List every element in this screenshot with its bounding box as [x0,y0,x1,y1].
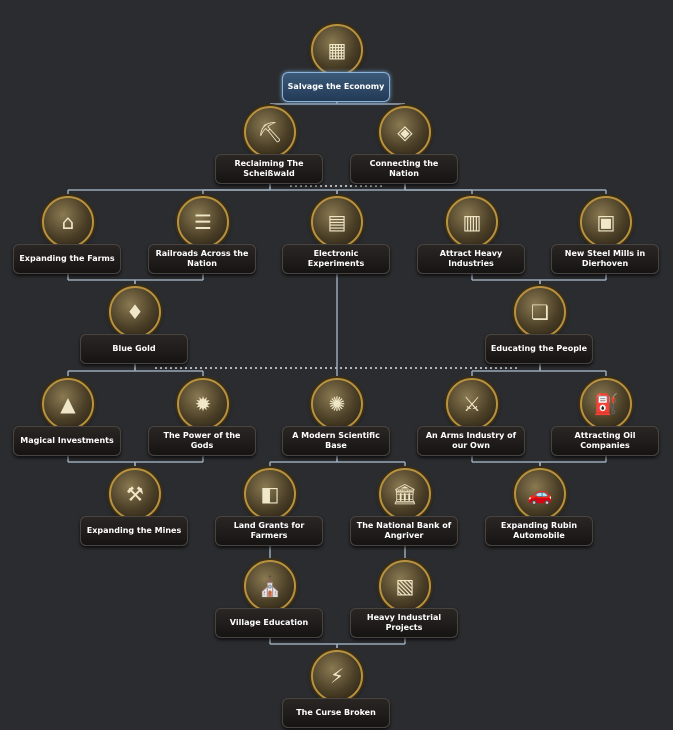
focus-label: A Modern Scientific Base [282,426,390,456]
steel-mill-icon: ▣ [580,196,632,248]
focus-gods[interactable]: ✹The Power of the Gods [148,378,258,458]
map-icon: ◧ [244,468,296,520]
focus-label: Salvage the Economy [282,72,390,102]
focus-bluegold[interactable]: ♦Blue Gold [80,286,190,366]
focus-label: Electronic Experiments [282,244,390,274]
barn-icon: ⌂ [42,196,94,248]
focus-village[interactable]: ⛪Village Education [215,560,325,640]
focus-rubin[interactable]: 🚗Expanding Rubin Automobile [485,468,595,548]
focus-scientific[interactable]: ✺A Modern Scientific Base [282,378,392,458]
focus-bank[interactable]: 🏛The National Bank of Angriver [350,468,460,548]
focus-landgrants[interactable]: ◧Land Grants for Farmers [215,468,325,548]
focus-label: Attract Heavy Industries [417,244,525,274]
focus-steel[interactable]: ▣New Steel Mills in Dierhoven [551,196,661,276]
focus-railroads[interactable]: ☰Railroads Across the Nation [148,196,258,276]
construction-icon: ▧ [379,560,431,612]
focus-educating[interactable]: ❏Educating the People [485,286,595,366]
focus-label: Expanding Rubin Automobile [485,516,593,546]
bank-icon: 🏛 [379,468,431,520]
focus-label: Railroads Across the Nation [148,244,256,274]
cement-icon: ◈ [379,106,431,158]
broken-seal-icon: ⚡ [311,650,363,702]
focus-salvage[interactable]: ▦Salvage the Economy [282,24,392,104]
crystal-icon: ♦ [109,286,161,338]
focus-label: Village Education [215,608,323,638]
focus-label: An Arms Industry of our Own [417,426,525,456]
factory-icon: ▦ [311,24,363,76]
industry-icon: ▥ [446,196,498,248]
car-icon: 🚗 [514,468,566,520]
focus-electronic[interactable]: ▤Electronic Experiments [282,196,392,276]
bulldozer-icon: ⛏ [244,106,296,158]
focus-label: Magical Investments [13,426,121,456]
focus-label: The National Bank of Angriver [350,516,458,546]
oil-barrel-icon: ⛽ [580,378,632,430]
focus-schiesswald[interactable]: ⛏Reclaiming The Scheißwald [215,106,325,186]
focus-label: Expanding the Farms [13,244,121,274]
school-icon: ⛪ [244,560,296,612]
focus-farms[interactable]: ⌂Expanding the Farms [13,196,123,276]
focus-magical[interactable]: ▲Magical Investments [13,378,123,458]
focus-oil[interactable]: ⛽Attracting Oil Companies [551,378,661,458]
brain-icon: ✺ [311,378,363,430]
focus-label: Land Grants for Farmers [215,516,323,546]
valknut-icon: ▲ [42,378,94,430]
focus-label: Attracting Oil Companies [551,426,659,456]
focus-label: Heavy Industrial Projects [350,608,458,638]
artillery-icon: ⚔ [446,378,498,430]
focus-arms[interactable]: ⚔An Arms Industry of our Own [417,378,527,458]
railroad-icon: ☰ [177,196,229,248]
focus-label: Connecting the Nation [350,154,458,184]
explosion-icon: ✹ [177,378,229,430]
focus-heavyproj[interactable]: ▧Heavy Industrial Projects [350,560,460,640]
focus-mines[interactable]: ⚒Expanding the Mines [80,468,190,548]
focus-label: Reclaiming The Scheißwald [215,154,323,184]
pickaxe-icon: ⚒ [109,468,161,520]
focus-heavy[interactable]: ▥Attract Heavy Industries [417,196,527,276]
focus-label: Expanding the Mines [80,516,188,546]
focus-label: The Power of the Gods [148,426,256,456]
computer-icon: ▤ [311,196,363,248]
focus-curse[interactable]: ⚡The Curse Broken [282,650,392,730]
focus-label: The Curse Broken [282,698,390,728]
focus-connecting[interactable]: ◈Connecting the Nation [350,106,460,186]
focus-label: New Steel Mills in Dierhoven [551,244,659,274]
book-icon: ❏ [514,286,566,338]
focus-label: Blue Gold [80,334,188,364]
focus-label: Educating the People [485,334,593,364]
